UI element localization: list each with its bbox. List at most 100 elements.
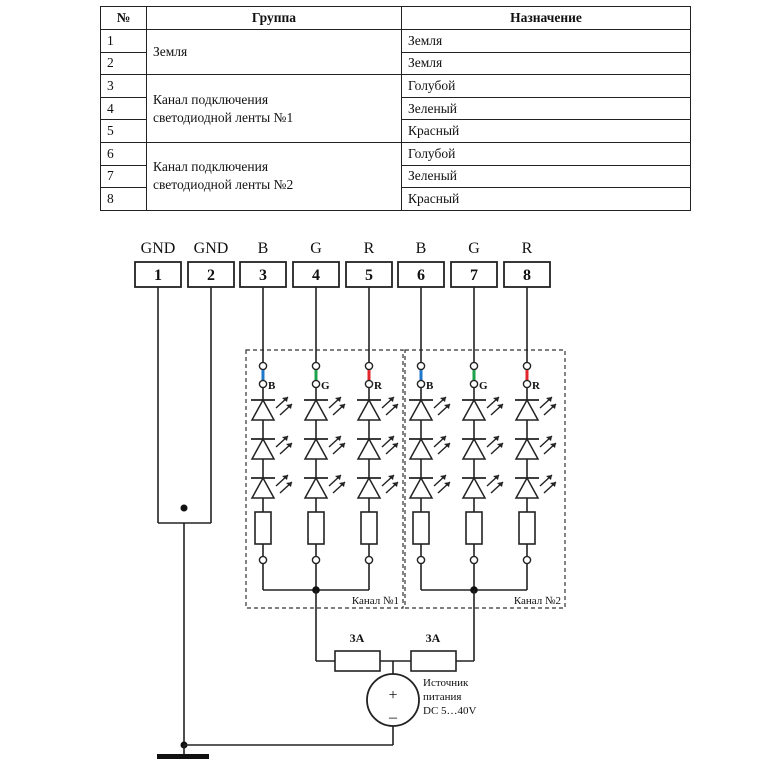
- power-source-label: DC 5…40V: [423, 705, 477, 717]
- terminal-number: 4: [312, 267, 320, 284]
- connector-pin: [469, 379, 479, 389]
- connector-pin: [469, 555, 479, 565]
- terminal-label: B: [258, 240, 269, 257]
- led-diode-icon: [461, 396, 504, 421]
- arrow-head: [335, 397, 341, 402]
- resistor: [254, 511, 272, 545]
- arrow-head: [339, 443, 345, 448]
- arrow-head: [388, 436, 394, 441]
- arrow-head: [493, 436, 499, 441]
- arrow-head: [497, 443, 503, 448]
- cell-number: 1: [100, 29, 147, 53]
- led-diode-icon: [303, 474, 346, 499]
- channel-boundary: [404, 349, 566, 609]
- led-diode-icon: [514, 396, 557, 421]
- diode-triangle: [461, 437, 487, 460]
- resistor: [412, 511, 430, 545]
- arrow-head: [497, 404, 503, 409]
- header-group: Группа: [146, 6, 402, 30]
- channel-label: Канал №2: [514, 595, 561, 607]
- led-color-label: B: [426, 380, 434, 392]
- minus-sign: –: [388, 709, 398, 726]
- plus-sign: +: [388, 687, 397, 704]
- connector-pin: [522, 361, 532, 371]
- table-header-row: № Группа Назначение: [100, 6, 691, 30]
- table-row: 7 Зеленый: [100, 164, 691, 189]
- terminal-label: G: [310, 240, 322, 257]
- fuse-rating-label: 3A: [426, 631, 441, 645]
- arrow-head: [282, 475, 288, 480]
- connector-pin: [416, 379, 426, 389]
- group-label-line2: светодиодной ленты №2: [153, 177, 294, 193]
- led-diode-icon: [303, 435, 346, 460]
- connector-pin: [364, 555, 374, 565]
- arrow-head: [282, 436, 288, 441]
- terminal-box: [450, 261, 498, 288]
- diode-triangle: [408, 398, 434, 421]
- led-diode-icon: [408, 435, 451, 460]
- led-diode-icon: [356, 435, 399, 460]
- led-diode-icon: [514, 435, 557, 460]
- connector-pin: [311, 555, 321, 565]
- cell-purpose: Земля: [401, 29, 691, 53]
- diode-triangle: [514, 437, 540, 460]
- connector-pin: [522, 555, 532, 565]
- led-diode-icon: [250, 396, 293, 421]
- arrow-head: [440, 397, 446, 402]
- power-source-label: Источник: [423, 677, 469, 689]
- arrow-head: [497, 482, 503, 487]
- terminal-number: 8: [523, 267, 531, 284]
- arrow-head: [282, 397, 288, 402]
- arrow-head: [286, 443, 292, 448]
- arrow-head: [444, 404, 450, 409]
- resistor: [518, 511, 536, 545]
- terminal-number: 7: [470, 267, 478, 284]
- cell-purpose: Земля: [401, 51, 691, 76]
- fuse-rating-label: 3A: [350, 631, 365, 645]
- arrow-head: [286, 482, 292, 487]
- diode-triangle: [303, 398, 329, 421]
- fuse-2: [410, 650, 457, 672]
- terminal-number: 3: [259, 267, 267, 284]
- arrow-head: [286, 404, 292, 409]
- table-row: 8 Красный: [100, 187, 691, 211]
- arrow-head: [444, 443, 450, 448]
- led-diode-icon: [461, 474, 504, 499]
- connector-pin: [258, 361, 268, 371]
- header-number: №: [100, 6, 147, 30]
- arrow-head: [339, 404, 345, 409]
- led-diode-icon: [514, 474, 557, 499]
- power-source-label: питания: [423, 691, 461, 703]
- channel-boundary: [245, 349, 404, 609]
- arrow-head: [388, 475, 394, 480]
- diode-triangle: [356, 398, 382, 421]
- led-diode-icon: [250, 474, 293, 499]
- table-row: 1 Земля Земля: [100, 28, 691, 76]
- led-color-label: G: [321, 380, 330, 392]
- diode-triangle: [514, 476, 540, 499]
- terminal-box: [134, 261, 182, 288]
- pinout-table: № Группа Назначение 1 Земля Земля 2 Земл…: [100, 6, 691, 211]
- diode-triangle: [250, 398, 276, 421]
- diode-triangle: [408, 437, 434, 460]
- fuse-1: [334, 650, 381, 672]
- group-label-line1: Канал подключения: [153, 159, 269, 175]
- diode-triangle: [356, 476, 382, 499]
- terminal-label: R: [364, 240, 375, 257]
- diode-triangle: [461, 476, 487, 499]
- arrow-head: [392, 482, 398, 487]
- cell-group-ground: Земля: [146, 28, 402, 76]
- arrow-head: [550, 443, 556, 448]
- connector-pin: [364, 379, 374, 389]
- connector-pin: [416, 555, 426, 565]
- led-diode-icon: [408, 396, 451, 421]
- cell-purpose: Красный: [401, 119, 691, 143]
- terminal-label: GND: [141, 240, 176, 257]
- connector-pin: [469, 361, 479, 371]
- arrow-head: [550, 404, 556, 409]
- arrow-head: [440, 436, 446, 441]
- led-diode-icon: [303, 396, 346, 421]
- led-diode-icon: [356, 474, 399, 499]
